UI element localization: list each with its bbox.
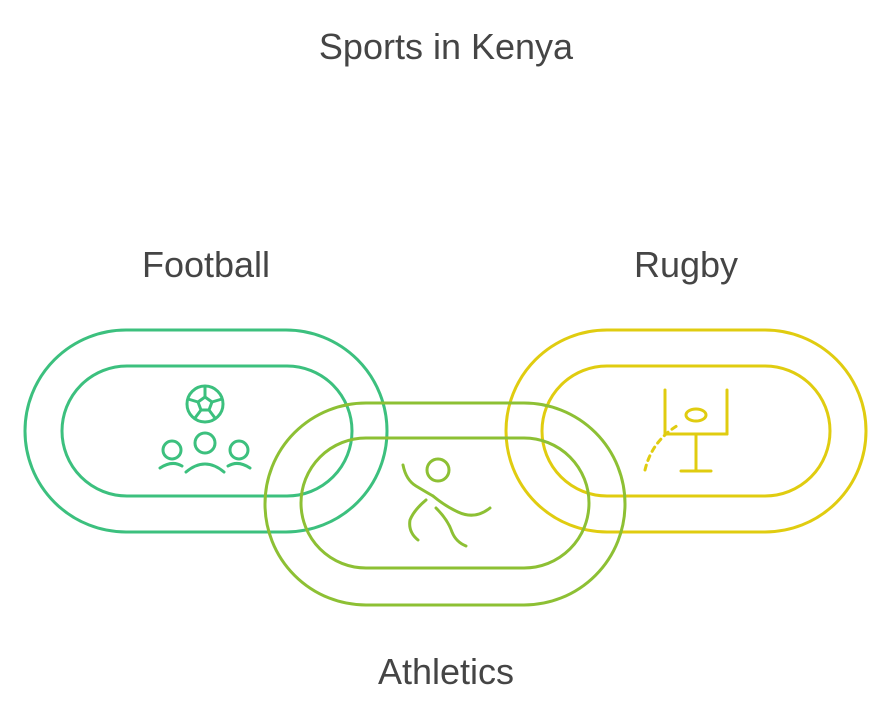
rugby-goal-icon [643,388,729,473]
football-link [23,328,389,534]
rugby-label: Rugby [633,244,739,285]
football-team-icon [158,384,252,474]
football-label: Football [141,244,271,285]
diagram-title: Sports in Kenya [318,26,574,67]
rugby-link [504,328,868,534]
runner-icon [401,457,492,548]
athletics-link [263,401,627,607]
athletics-label: Athletics [377,651,515,692]
